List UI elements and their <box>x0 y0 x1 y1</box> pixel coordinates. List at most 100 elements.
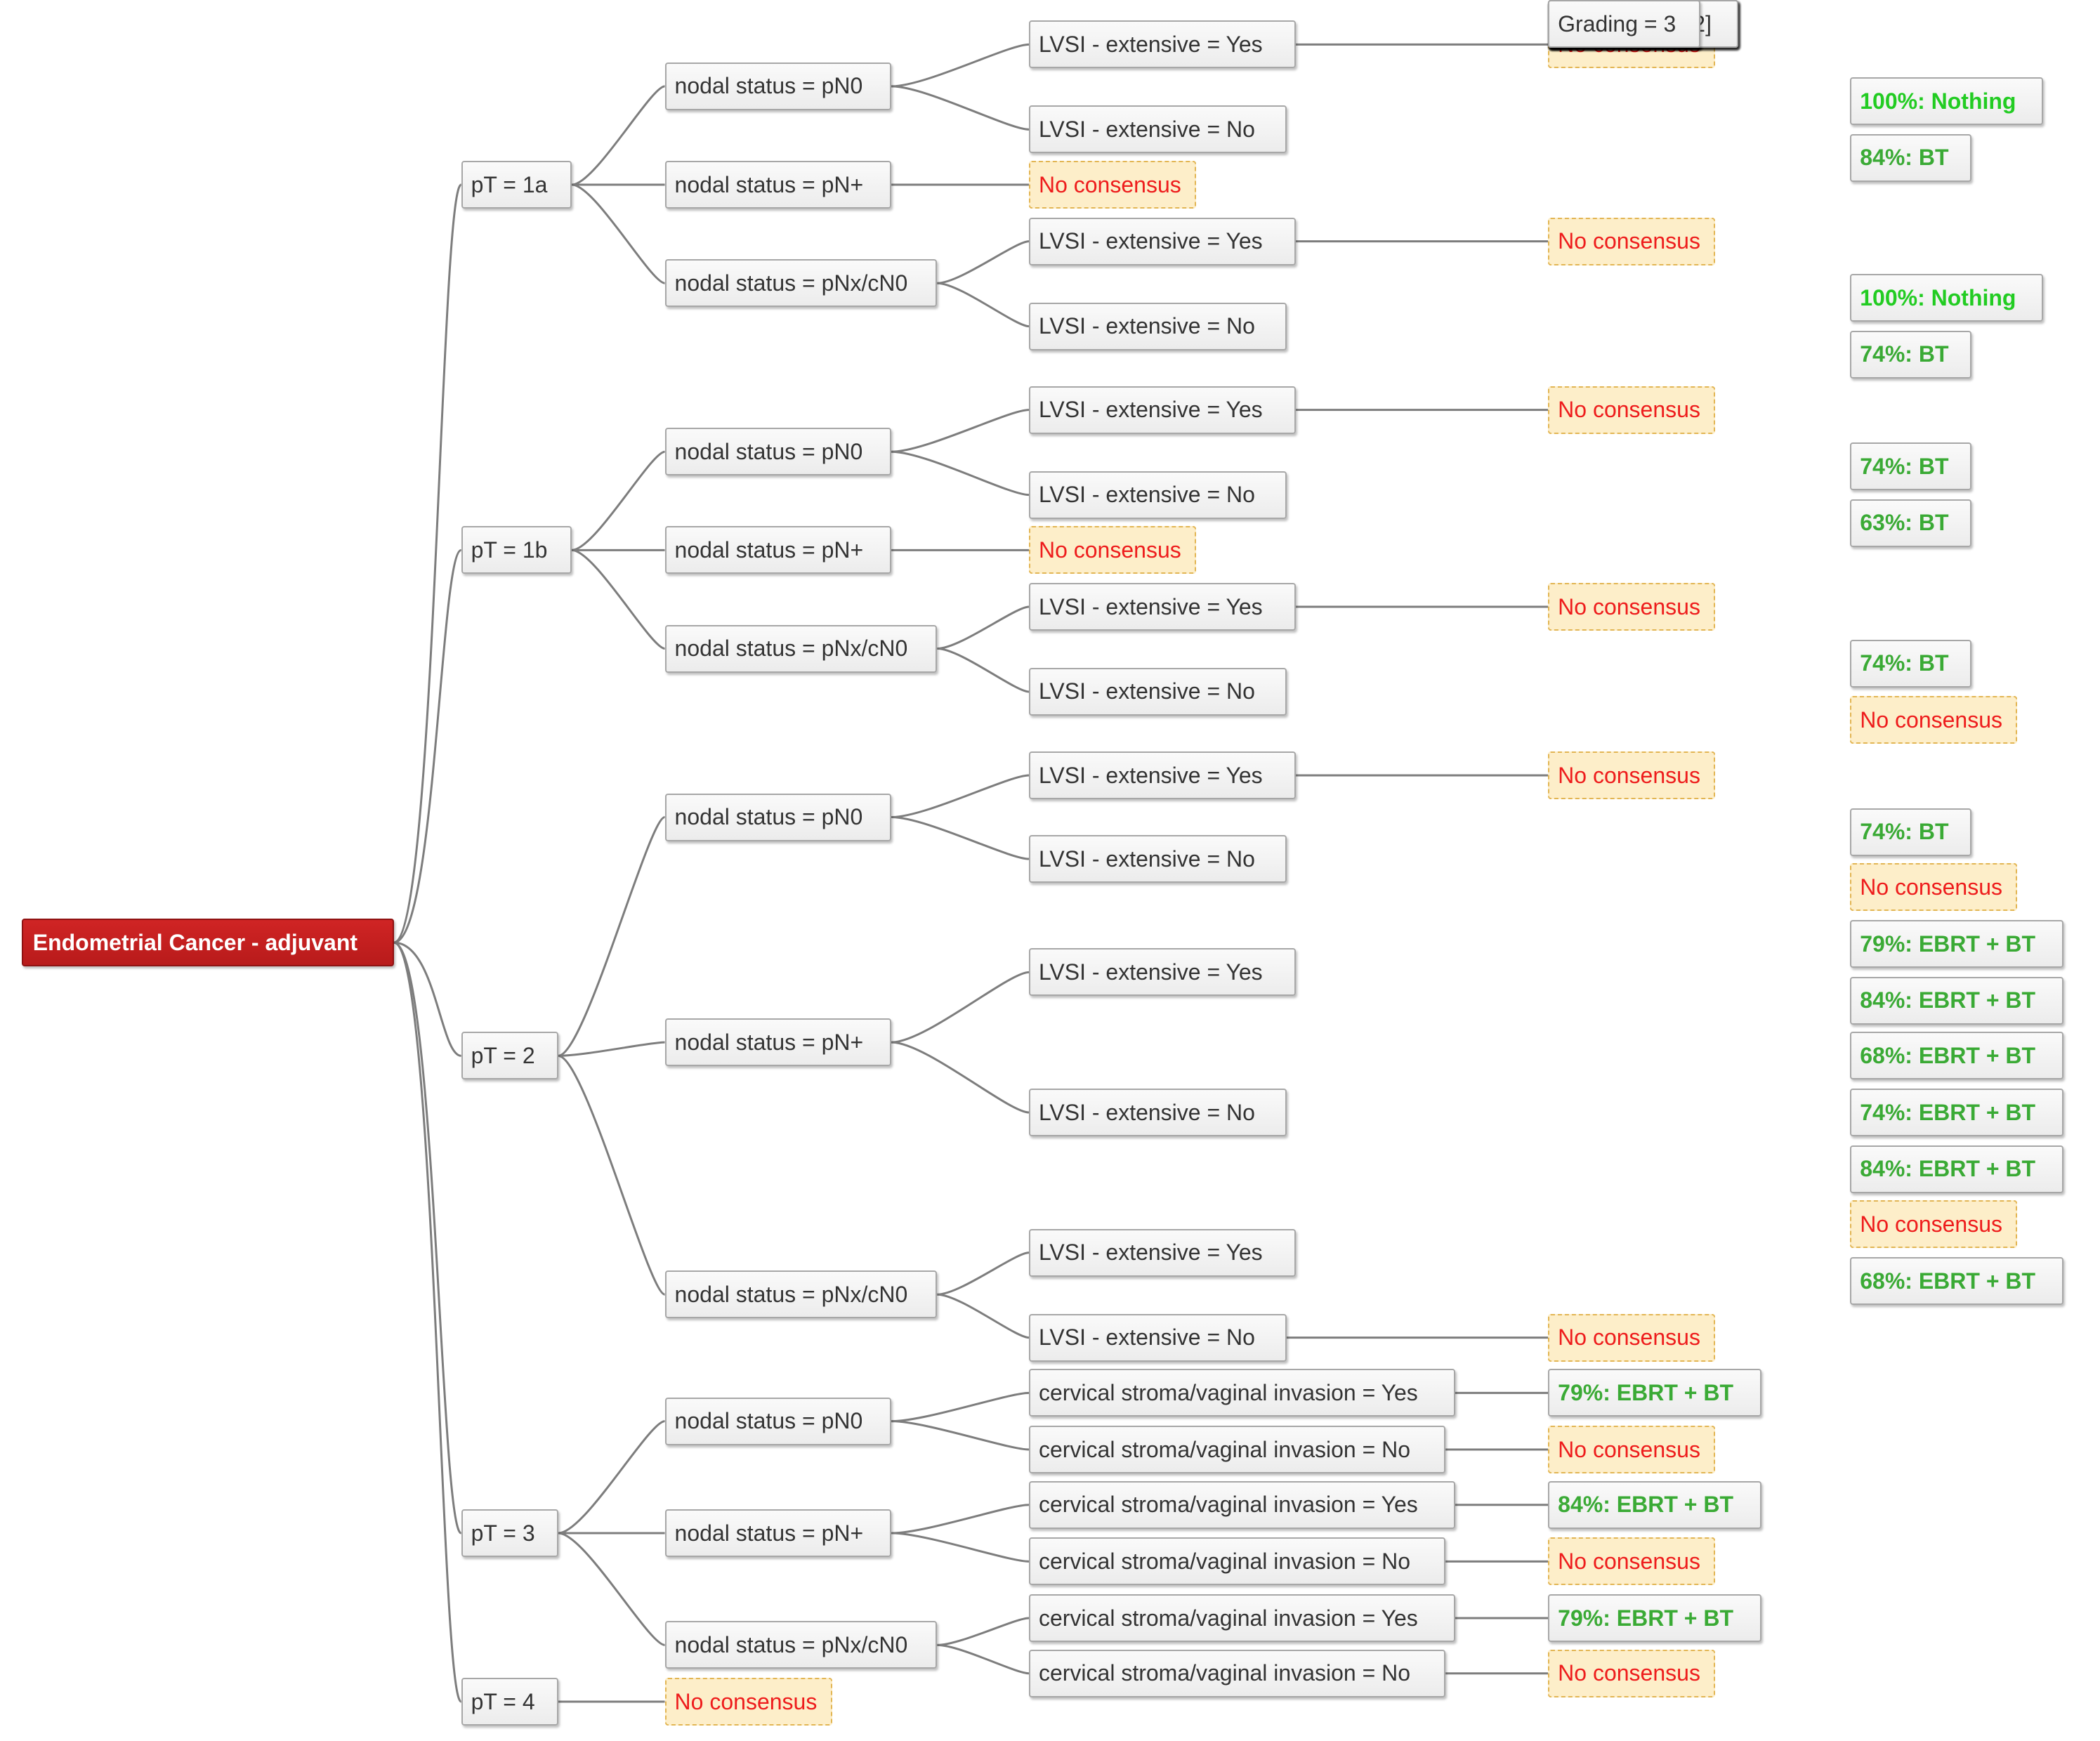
node-lvsi-extensive-yes: LVSI - extensive = Yes <box>1028 386 1297 434</box>
node-cervical-stroma-vaginal-invasion-no: cervical stroma/vaginal invasion = No <box>1028 1649 1446 1697</box>
recommendation-node: 100%: Nothing <box>1850 274 2043 322</box>
recommendation-node: 84%: EBRT + BT <box>1850 1145 2063 1193</box>
recommendation-node: 74%: BT <box>1850 442 1972 491</box>
no-consensus-node: No consensus <box>1028 161 1197 209</box>
recommendation-node: 79%: EBRT + BT <box>1850 920 2063 968</box>
node-pt-1a: pT = 1a <box>461 161 572 209</box>
edge-pT2-pNx-to-pT2-pNx-no <box>937 1293 1030 1339</box>
edge-root-to-pT4 <box>393 941 463 1703</box>
recommendation-node: 84%: EBRT + BT <box>1850 976 2063 1025</box>
no-consensus-node: No consensus <box>1548 1313 1716 1362</box>
no-consensus-node: No consensus <box>1548 1649 1716 1697</box>
edge-pT2-pNx-to-pT2-pNx-yes <box>937 1251 1030 1296</box>
node-lvsi-extensive-yes: LVSI - extensive = Yes <box>1028 583 1297 631</box>
edge-pT2-to-pT2-pNplus <box>558 1041 665 1057</box>
node-pt-3: pT = 3 <box>461 1509 558 1558</box>
edge-pT1a-pNx-to-pT1a-pNx-no <box>937 282 1030 328</box>
node-nodal-status-pnx-cn0: nodal status = pNx/cN0 <box>664 624 938 673</box>
no-consensus-node: No consensus <box>1548 386 1716 434</box>
no-consensus-node: No consensus <box>1548 1537 1716 1586</box>
node-lvsi-extensive-no: LVSI - extensive = No <box>1028 667 1287 716</box>
edge-root-to-pT3 <box>393 941 463 1535</box>
recommendation-node: 74%: BT <box>1850 808 1972 856</box>
recommendation-node: 74%: EBRT + BT <box>1850 1089 2063 1136</box>
no-consensus-node: No consensus <box>1548 217 1716 265</box>
no-consensus-node: No consensus <box>1548 1426 1716 1473</box>
recommendation-node: 79%: EBRT + BT <box>1548 1369 1761 1417</box>
edge-root-to-pT2 <box>393 941 462 1057</box>
node-nodal-status-pn0: nodal status = pN0 <box>664 793 892 841</box>
edge-pT3-pNplus-to-pT3-pNplus-yes <box>891 1504 1029 1535</box>
node-nodal-status-pn0: nodal status = pN0 <box>664 428 892 476</box>
node-grading-3: Grading = 3 <box>1548 0 1701 48</box>
node-lvsi-extensive-no: LVSI - extensive = No <box>1028 471 1287 519</box>
edge-pT1a-to-pT1a-pNx <box>571 183 666 284</box>
edge-pT2-pN0-to-pT2-pN0-no <box>891 816 1030 860</box>
node-cervical-stroma-vaginal-invasion-no: cervical stroma/vaginal invasion = No <box>1028 1426 1446 1473</box>
recommendation-node: 74%: BT <box>1850 639 1972 688</box>
edge-pT1a-pN0-to-pT1a-pN0-no <box>891 85 1030 131</box>
node-lvsi-extensive-no: LVSI - extensive = No <box>1028 1089 1287 1136</box>
edge-pT1b-to-pT1b-pN0 <box>571 450 666 551</box>
node-nodal-status-pnx-cn0: nodal status = pNx/cN0 <box>664 1270 938 1319</box>
node-nodal-status-pn: nodal status = pN+ <box>664 526 892 574</box>
node-pt-2: pT = 2 <box>461 1032 558 1080</box>
recommendation-node: 84%: BT <box>1850 133 1972 182</box>
node-nodal-status-pn: nodal status = pN+ <box>664 1018 892 1067</box>
no-consensus-node: No consensus <box>1548 583 1716 631</box>
node-lvsi-extensive-no: LVSI - extensive = No <box>1028 302 1287 350</box>
edge-pT1b-pNx-to-pT1b-pNx-yes <box>937 605 1030 650</box>
node-lvsi-extensive-yes: LVSI - extensive = Yes <box>1028 751 1297 799</box>
edge-pT3-pN0-to-pT3-pN0-yes <box>891 1391 1029 1423</box>
node-lvsi-extensive-yes: LVSI - extensive = Yes <box>1028 20 1297 69</box>
edge-pT1a-pN0-to-pT1a-pN0-yes <box>891 43 1030 88</box>
node-pt-1b: pT = 1b <box>461 526 572 574</box>
node-cervical-stroma-vaginal-invasion-yes: cervical stroma/vaginal invasion = Yes <box>1028 1480 1455 1529</box>
no-consensus-node: No consensus <box>1850 863 2018 912</box>
recommendation-node: 74%: BT <box>1850 330 1972 379</box>
node-lvsi-extensive-no: LVSI - extensive = No <box>1028 1313 1287 1362</box>
edge-pT2-to-pT2-pNx <box>558 1054 666 1296</box>
node-cervical-stroma-vaginal-invasion-yes: cervical stroma/vaginal invasion = Yes <box>1028 1369 1455 1417</box>
node-cervical-stroma-vaginal-invasion-yes: cervical stroma/vaginal invasion = Yes <box>1028 1594 1455 1642</box>
no-consensus-node: No consensus <box>1850 696 2018 744</box>
edge-root-to-pT1b <box>393 548 462 944</box>
no-consensus-node: No consensus <box>1548 751 1716 799</box>
no-consensus-node: No consensus <box>1028 526 1197 574</box>
edge-pT2-to-pT2-pN0 <box>558 816 666 1057</box>
root-node: Endometrial Cancer - adjuvant <box>21 919 394 967</box>
no-consensus-node: No consensus <box>664 1678 832 1726</box>
node-nodal-status-pn: nodal status = pN+ <box>664 161 892 209</box>
edge-pT2-pN0-to-pT2-pN0-yes <box>891 774 1030 819</box>
node-nodal-status-pnx-cn0: nodal status = pNx/cN0 <box>664 1621 938 1669</box>
edge-root-to-pT1a <box>393 183 463 944</box>
recommendation-node: 68%: EBRT + BT <box>1850 1257 2063 1305</box>
node-lvsi-extensive-no: LVSI - extensive = No <box>1028 835 1287 883</box>
node-lvsi-extensive-yes: LVSI - extensive = Yes <box>1028 1228 1297 1277</box>
recommendation-node: 79%: EBRT + BT <box>1548 1594 1761 1642</box>
edge-pT1b-pNx-to-pT1b-pNx-no <box>937 648 1030 693</box>
edge-pT3-pNx-to-pT3-pNx-no <box>937 1643 1030 1675</box>
node-nodal-status-pn: nodal status = pN+ <box>664 1509 892 1558</box>
edge-pT2-pNplus-to-pT2-pNplus-no <box>891 1041 1030 1114</box>
node-cervical-stroma-vaginal-invasion-no: cervical stroma/vaginal invasion = No <box>1028 1537 1446 1586</box>
node-lvsi-extensive-yes: LVSI - extensive = Yes <box>1028 948 1297 997</box>
node-lvsi-extensive-yes: LVSI - extensive = Yes <box>1028 217 1297 265</box>
edge-pT2-pNplus-to-pT2-pNplus-yes <box>891 971 1030 1044</box>
edge-pT3-pN0-to-pT3-pN0-no <box>891 1420 1029 1451</box>
edge-pT1b-to-pT1b-pNx <box>571 548 666 650</box>
recommendation-node: 84%: EBRT + BT <box>1548 1480 1761 1529</box>
recommendation-node: 63%: BT <box>1850 499 1972 547</box>
recommendation-node: 100%: Nothing <box>1850 77 2043 125</box>
edge-pT1b-pN0-to-pT1b-pN0-no <box>891 450 1030 497</box>
no-consensus-node: No consensus <box>1850 1200 2018 1249</box>
edge-pT1a-pNx-to-pT1a-pNx-yes <box>937 240 1030 284</box>
node-nodal-status-pnx-cn0: nodal status = pNx/cN0 <box>664 259 938 308</box>
node-pt-4: pT = 4 <box>461 1678 558 1726</box>
node-lvsi-extensive-no: LVSI - extensive = No <box>1028 105 1287 154</box>
edge-pT3-to-pT3-pNx <box>558 1532 665 1646</box>
edge-pT1a-to-pT1a-pN0 <box>571 85 666 186</box>
edge-pT3-pNx-to-pT3-pNx-yes <box>937 1617 1030 1646</box>
